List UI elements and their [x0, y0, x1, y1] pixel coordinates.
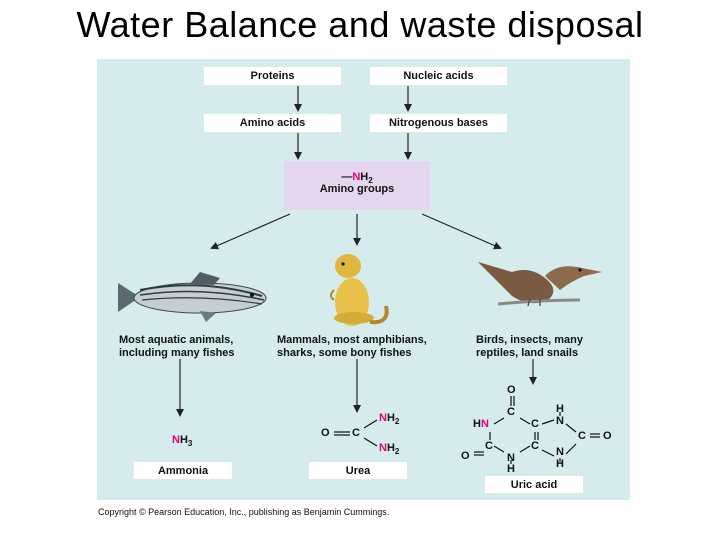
- ammonia-box: Ammonia: [134, 462, 232, 479]
- amino-group-formula: —NH2: [284, 171, 430, 185]
- uric-n-bottom-right: N: [556, 446, 564, 458]
- uric-acid-bonds: [474, 396, 600, 464]
- arrow-to-fish: [210, 213, 291, 250]
- amino-groups-label: Amino groups: [319, 183, 395, 195]
- uric-h-bottom-right: H: [556, 458, 564, 470]
- nitrogenous-bases-label: Nitrogenous bases: [388, 117, 489, 129]
- uric-acid-label: Uric acid: [510, 478, 558, 491]
- uric-c3: C: [485, 440, 493, 452]
- amino-n: N: [352, 171, 361, 183]
- page-title: Water Balance and waste disposal: [76, 4, 644, 45]
- urea-bonds: [334, 419, 378, 447]
- amino-acids-box: Amino acids: [204, 114, 341, 132]
- birds-group-label: Birds, insects, many reptiles, land snai…: [476, 334, 583, 360]
- mammals-line-1: Mammals, most amphibians,: [277, 334, 427, 346]
- ammonia-formula: NH3: [172, 434, 193, 448]
- copyright-text: Copyright © Pearson Education, Inc., pub…: [98, 507, 390, 517]
- ammonia-label: Ammonia: [157, 464, 209, 477]
- ammonia-n: N: [172, 434, 180, 446]
- amino-sub: 2: [368, 176, 373, 185]
- uric-o-left: O: [461, 450, 470, 462]
- prairie-dog-icon: [330, 254, 389, 326]
- urea-n-bottom: N: [379, 442, 387, 454]
- urea-n-top: N: [379, 412, 387, 424]
- amino-bond: —: [341, 171, 353, 183]
- proteins-label: Proteins: [250, 70, 295, 82]
- uric-c1: C: [507, 406, 515, 418]
- mammals-line-2: sharks, some bony fishes: [277, 347, 412, 359]
- urea-h-bottom: H: [386, 442, 395, 454]
- mammals-group-label: Mammals, most amphibians, sharks, some b…: [277, 334, 427, 360]
- nucleic-acids-label: Nucleic acids: [403, 70, 474, 82]
- aquatic-line-1: Most aquatic animals,: [119, 334, 234, 346]
- uric-o-right: O: [603, 430, 612, 442]
- arrow-to-bird: [421, 213, 502, 250]
- birds-line-2: reptiles, land snails: [476, 347, 579, 359]
- amino-h: H: [360, 171, 369, 183]
- uric-c5: C: [578, 430, 586, 442]
- uric-c4: C: [531, 440, 539, 452]
- proteins-box: Proteins: [204, 67, 341, 85]
- uric-c2: C: [531, 418, 539, 430]
- urea-o: O: [321, 427, 330, 439]
- urea-label: Urea: [345, 464, 371, 477]
- nucleic-acids-box: Nucleic acids: [370, 67, 507, 85]
- birds-line-1: Birds, insects, many: [476, 334, 583, 346]
- urea-sub-bottom: 2: [394, 447, 400, 456]
- urea-c: C: [352, 427, 360, 439]
- bird-icon: [478, 262, 602, 307]
- urea-nh2-bottom: NH2: [379, 442, 400, 456]
- uric-hn-n: N: [480, 418, 489, 430]
- aquatic-line-2: including many fishes: [119, 347, 235, 359]
- ammonia-h: H: [179, 434, 188, 446]
- fish-icon: [118, 272, 267, 322]
- uric-o-top: O: [507, 384, 516, 396]
- ammonia-sub: 3: [187, 439, 193, 448]
- amino-acids-label: Amino acids: [239, 117, 306, 129]
- amino-groups-box: —NH2 Amino groups: [284, 161, 430, 210]
- uric-h-bottom: H: [507, 463, 515, 475]
- urea-h-top: H: [386, 412, 395, 424]
- uric-h-top-right: H: [556, 403, 564, 415]
- urea-sub-top: 2: [394, 417, 400, 426]
- nitrogenous-bases-box: Nitrogenous bases: [370, 114, 507, 132]
- urea-nh2-top: NH2: [379, 412, 400, 426]
- aquatic-group-label: Most aquatic animals, including many fis…: [119, 334, 235, 360]
- uric-hn-h: H: [473, 418, 481, 430]
- uric-hn: HN: [473, 418, 489, 430]
- uric-n-top-right: N: [556, 415, 564, 427]
- uric-n-bottom: N: [507, 452, 515, 464]
- uric-acid-box: Uric acid: [485, 476, 583, 493]
- urea-box: Urea: [309, 462, 407, 479]
